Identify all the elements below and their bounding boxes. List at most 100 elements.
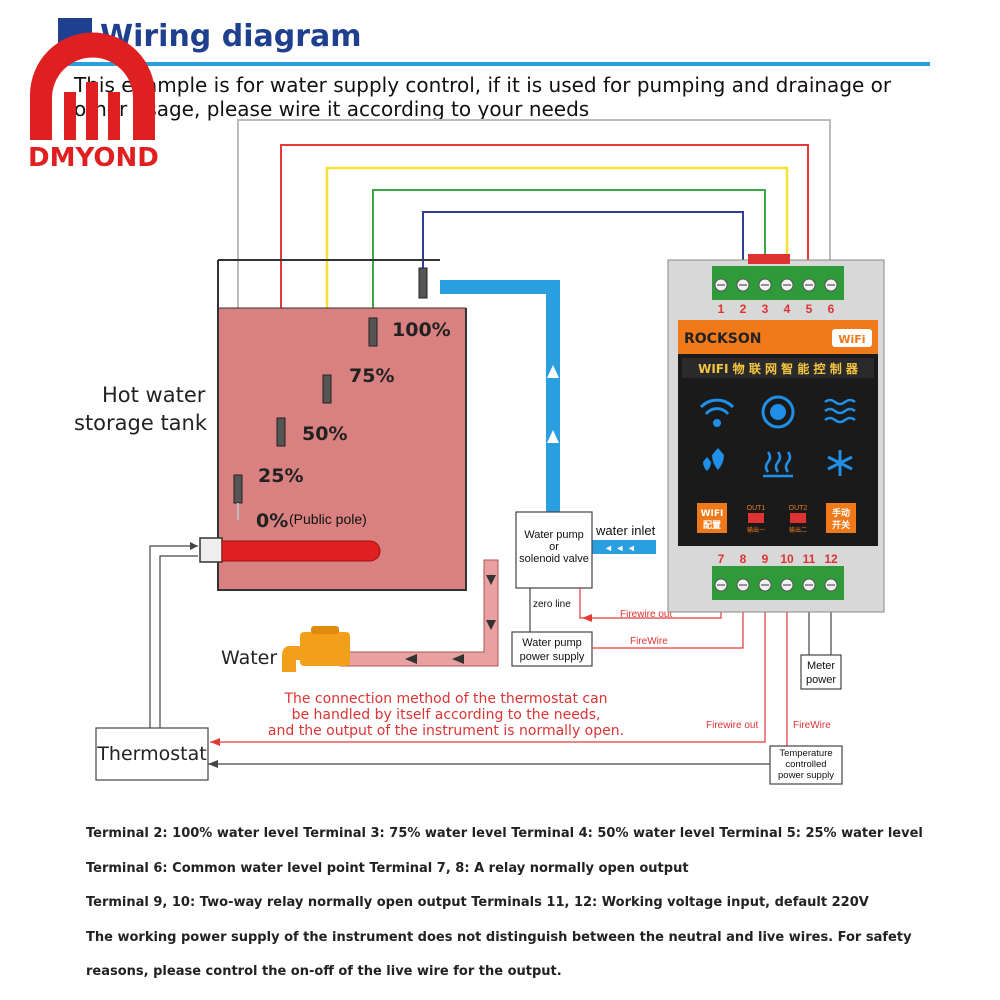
inlet-pipe-upper xyxy=(440,280,560,512)
wifi-icon xyxy=(699,398,735,427)
logo-bar-icon xyxy=(86,82,98,140)
public-pole-label: (Public pole) xyxy=(289,511,367,527)
bottom-terminal-block xyxy=(712,566,844,600)
temp-power-supply-box xyxy=(769,745,843,785)
terminal-1-label: 1 xyxy=(718,302,725,316)
wire-blue-100 xyxy=(422,211,744,268)
temp-line-3: power supply xyxy=(778,770,834,781)
footer-line-3: Terminal 9, 10: Two-way relay normally o… xyxy=(86,895,869,910)
firewire-label-2: FireWire xyxy=(793,720,831,731)
wire-green-75 xyxy=(372,189,766,318)
temp-line-2: controlled xyxy=(785,759,826,770)
pump-valve-box xyxy=(515,511,593,589)
faucet-body xyxy=(300,632,350,666)
flow-arrow-down-icon xyxy=(486,620,496,630)
heater-rod-icon xyxy=(221,540,381,562)
note-line-3: and the output of the instrument is norm… xyxy=(268,723,624,739)
pump-power-supply-box xyxy=(511,631,593,667)
faucet-handle xyxy=(311,626,339,634)
temp-line-1: Temperature xyxy=(779,748,832,759)
level-0-label: 0% xyxy=(256,510,288,532)
controller-brand: ROCKSON xyxy=(684,331,762,347)
out1-label: OUT1 xyxy=(747,505,766,512)
meter-line-1: Meter xyxy=(807,660,835,672)
pump-supply-line-2: power supply xyxy=(520,651,585,663)
tank-label-line-1: Hot water xyxy=(102,383,206,407)
timer-dial-icon xyxy=(761,395,795,429)
manual-switch-line-1: 手动 xyxy=(832,507,850,519)
tank-label-line-2: storage tank xyxy=(74,411,208,435)
pump-valve-line-3: solenoid valve xyxy=(519,553,589,565)
terminal-7-label: 7 xyxy=(718,552,725,566)
flow-arrows-left-icon: ◄ ◄ ◄ xyxy=(604,543,636,553)
terminal-10-label: 10 xyxy=(780,552,794,566)
inlet-pipe-lower xyxy=(590,540,656,554)
pump-supply-line-1: Water pump xyxy=(522,637,582,649)
heating-icon xyxy=(763,451,793,478)
snowflake-icon xyxy=(827,450,853,476)
flow-arrow-up-icon xyxy=(547,365,559,378)
wire-firewire-1 xyxy=(592,595,744,649)
footer-line-4: The working power supply of the instrume… xyxy=(86,930,912,945)
pump-valve-line-2: or xyxy=(549,541,559,553)
terminal-3-label: 3 xyxy=(762,302,769,316)
zero-line-label: zero line xyxy=(533,599,571,610)
controller-top-clip xyxy=(748,254,790,264)
tank-outline xyxy=(217,260,467,591)
terminal-9-label: 9 xyxy=(762,552,769,566)
footer-line-2: Terminal 6: Common water level point Ter… xyxy=(86,861,689,876)
waves-icon xyxy=(824,398,856,424)
arrow-left-icon xyxy=(208,760,218,768)
terminal-6-label: 6 xyxy=(828,302,835,316)
top-terminal-block xyxy=(712,266,844,300)
logo-bar-icon xyxy=(108,92,120,140)
meter-line-2: power xyxy=(806,674,836,686)
probe-75-icon xyxy=(368,317,378,347)
heater-connector xyxy=(199,537,223,563)
logo-bar-icon xyxy=(64,92,76,140)
probe-100-icon xyxy=(418,267,428,299)
controller-subtitle: WIFI 物 联 网 智 能 控 制 器 xyxy=(698,361,859,376)
firewire-out-label-2: Firewire out xyxy=(706,720,758,731)
out2-indicator xyxy=(790,513,806,523)
level-100-label: 100% xyxy=(392,319,451,341)
logo-text: DMYOND xyxy=(28,143,159,173)
wire-firewire-out-2 xyxy=(210,595,766,743)
wifi-config-line-2: 配置 xyxy=(703,520,721,531)
wifi-badge-label: WiFi xyxy=(838,333,865,346)
wire-heater-thermostat-2 xyxy=(159,555,198,728)
manual-switch-button[interactable] xyxy=(826,503,856,533)
note-line-1: The connection method of the thermostat … xyxy=(283,691,607,707)
footer-line-1: Terminal 2: 100% water level Terminal 3:… xyxy=(86,826,923,841)
footer-line-5: reasons, please control the on-off of th… xyxy=(86,964,562,979)
firewire-out-label-1: Firewire out xyxy=(620,609,672,620)
level-75-label: 75% xyxy=(349,365,394,387)
probe-0-icon xyxy=(233,474,243,504)
faucet-icon xyxy=(282,626,350,672)
thermostat-label: Thermostat xyxy=(96,743,206,765)
arrow-right-icon xyxy=(190,542,198,550)
arrow-left-icon xyxy=(582,614,592,622)
terminal-5-label: 5 xyxy=(806,302,813,316)
terminal-2-label: 2 xyxy=(740,302,747,316)
intro-line-2: other usage, please wire it according to… xyxy=(74,97,589,121)
logo-arch-icon xyxy=(30,32,155,140)
terminal-4-label: 4 xyxy=(784,302,791,316)
probe-25-icon xyxy=(276,417,286,447)
level-50-label: 50% xyxy=(302,423,347,445)
out2-label: OUT2 xyxy=(789,505,808,512)
flow-arrow-down-icon xyxy=(486,575,496,585)
terminal-12-label: 12 xyxy=(824,552,838,566)
wifi-badge xyxy=(832,329,872,347)
wire-yellow-50 xyxy=(325,166,789,375)
thermostat-box xyxy=(95,727,209,781)
water-inlet-label: water inlet xyxy=(595,523,656,538)
inlet-pipe: ◄ ◄ ◄ xyxy=(440,280,656,554)
manual-switch-line-2: 开关 xyxy=(832,519,850,531)
wire-heater-thermostat-1 xyxy=(149,545,198,728)
wifi-config-line-1: WIFI xyxy=(701,509,724,519)
wifi-config-button[interactable] xyxy=(697,503,727,533)
heater-element xyxy=(199,537,381,563)
